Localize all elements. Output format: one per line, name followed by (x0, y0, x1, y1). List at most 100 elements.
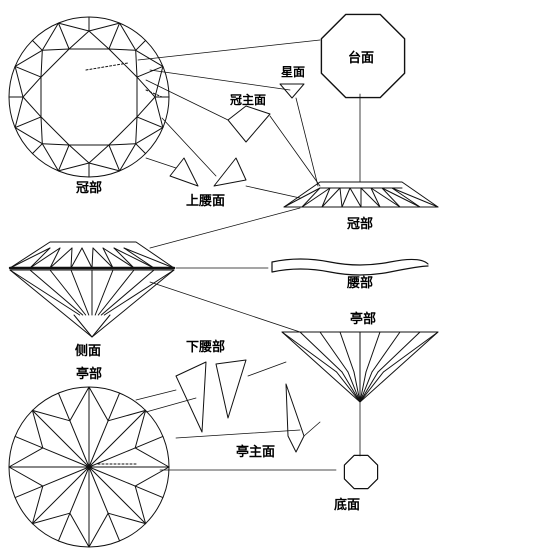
crown-dotted-line (85, 62, 129, 71)
crown-upper-edge (135, 127, 164, 145)
crown-top-view (8, 16, 170, 178)
pavilion-girdle-edge (57, 392, 71, 422)
crown-side-facet-edge (321, 187, 341, 208)
crown-side-outline (283, 181, 439, 208)
side-pavilion-ridge (91, 314, 111, 338)
crown-star-edge (68, 30, 90, 50)
crown-star-facets (22, 30, 156, 164)
pavilion-lower-edge (69, 386, 90, 422)
crown-upper-edge (135, 49, 164, 67)
crown-side-facet-edge (349, 187, 362, 208)
pavilion-side-facet-edge (281, 331, 338, 373)
pavilion-main-ridge (88, 409, 147, 468)
pavilion-lower-edge (107, 409, 147, 422)
crown-side-facet-edge (339, 187, 343, 208)
pavilion-side-facet-edge (339, 331, 355, 373)
side-crown-facet-edge (123, 247, 155, 269)
crown-side-facet-edge (301, 187, 321, 208)
leader-lower-left-2 (145, 397, 197, 413)
crown-star-edge (136, 76, 156, 98)
crown-side-facet-edge (301, 187, 331, 208)
leader-upper-side (245, 185, 301, 199)
crown-upper-edge (14, 65, 24, 98)
pavilion-inner-edge (88, 466, 109, 514)
pavilion-main-ridge (31, 466, 90, 525)
pavilion-side-view (281, 331, 439, 403)
pavilion-lower-edge (31, 409, 44, 449)
crown-star-edge (88, 144, 110, 164)
crown-side-facet-edge (370, 187, 401, 208)
pavilion-lower-edge (134, 447, 170, 468)
pavilion-inner-edge (69, 420, 90, 468)
pavilion-side-label: 亭部 (350, 311, 376, 327)
side-pavilion-facet-edge (29, 269, 84, 316)
pavilion-girdle-edge (14, 485, 44, 499)
crown-upper-girdle-edge (135, 143, 147, 155)
crown-side-label: 冠部 (347, 216, 373, 232)
crown-dotted-line-2 (145, 89, 163, 98)
crown-side-facet-edge (391, 187, 421, 208)
pavilion-lower-edge (134, 409, 147, 449)
crown-star-edge (22, 76, 42, 98)
side-pavilion-facet-edge (103, 269, 175, 316)
side-crown-facet-edge (91, 247, 94, 269)
crown-upper-edge (14, 127, 43, 145)
side-crown-facet-edge (102, 247, 135, 269)
pavilion-lower-edge (107, 512, 147, 525)
leader-upper-girdle-2 (161, 117, 217, 177)
crown-star-edge (108, 143, 137, 146)
girdle-strip-shape (271, 258, 429, 276)
diamond-side-view (8, 241, 176, 338)
pavilion-top-view (8, 386, 170, 548)
crown-star-edge (136, 96, 156, 118)
leader-pav-main-side (303, 421, 321, 437)
pavilion-main-facet-label: 亭主面 (236, 444, 275, 460)
pavilion-lower-edge (31, 485, 44, 525)
pavilion-lower-edge (69, 512, 90, 548)
pavilion-girdle-edge (14, 435, 44, 449)
crown-main-facet-label: 冠主面 (230, 92, 266, 107)
pavilion-girdle-edge (134, 485, 164, 499)
crown-side-facet-edge (360, 187, 381, 208)
pavilion-side-ridge (341, 371, 361, 403)
pavilion-inner-edge (88, 420, 109, 468)
pavilion-lower-edge (134, 485, 147, 525)
upper-girdle-facet-right (213, 157, 247, 187)
crown-top-view-label: 冠部 (76, 180, 102, 196)
crown-upper-girdle-edge (31, 39, 43, 51)
crown-upper-edge (57, 162, 90, 172)
crown-upper-edge (119, 143, 137, 172)
leader-side-pavilion (149, 281, 301, 333)
crown-side-facet-edge (341, 187, 351, 208)
table-facet-shape (320, 13, 406, 99)
crown-upper-edge (41, 22, 59, 51)
pavilion-lower-edge (8, 447, 44, 468)
leader-main-side (269, 115, 321, 187)
lower-girdle-facet-right (215, 359, 247, 419)
pavilion-inner-edge (88, 447, 136, 468)
pavilion-inner-edge (42, 447, 90, 468)
crown-side-facet-edge (391, 187, 439, 208)
crown-upper-edge (88, 22, 121, 32)
pavilion-lower-edge (88, 512, 109, 548)
star-facet-label: 星面 (281, 65, 305, 79)
crown-main-edge (108, 144, 121, 172)
crown-main-edge (14, 116, 42, 129)
pavilion-main-ridge (31, 409, 90, 468)
pavilion-lower-edge (31, 409, 71, 422)
crown-upper-edge (154, 96, 164, 129)
side-crown-facet-edge (49, 247, 61, 269)
crown-main-edge (57, 144, 70, 172)
crown-star-edge (41, 143, 70, 146)
crown-side-view (283, 181, 439, 208)
side-pavilion-ridge (73, 314, 93, 338)
pavilion-lower-edge (31, 512, 71, 525)
crown-side-facet-lines (283, 187, 439, 208)
pavilion-top-view-label: 亭部 (76, 366, 102, 382)
girdle-label: 腰部 (346, 275, 373, 291)
pavilion-girdle-edge (57, 512, 71, 542)
crown-star-edge (108, 48, 137, 51)
crown-upper-girdle-edge (135, 39, 147, 51)
